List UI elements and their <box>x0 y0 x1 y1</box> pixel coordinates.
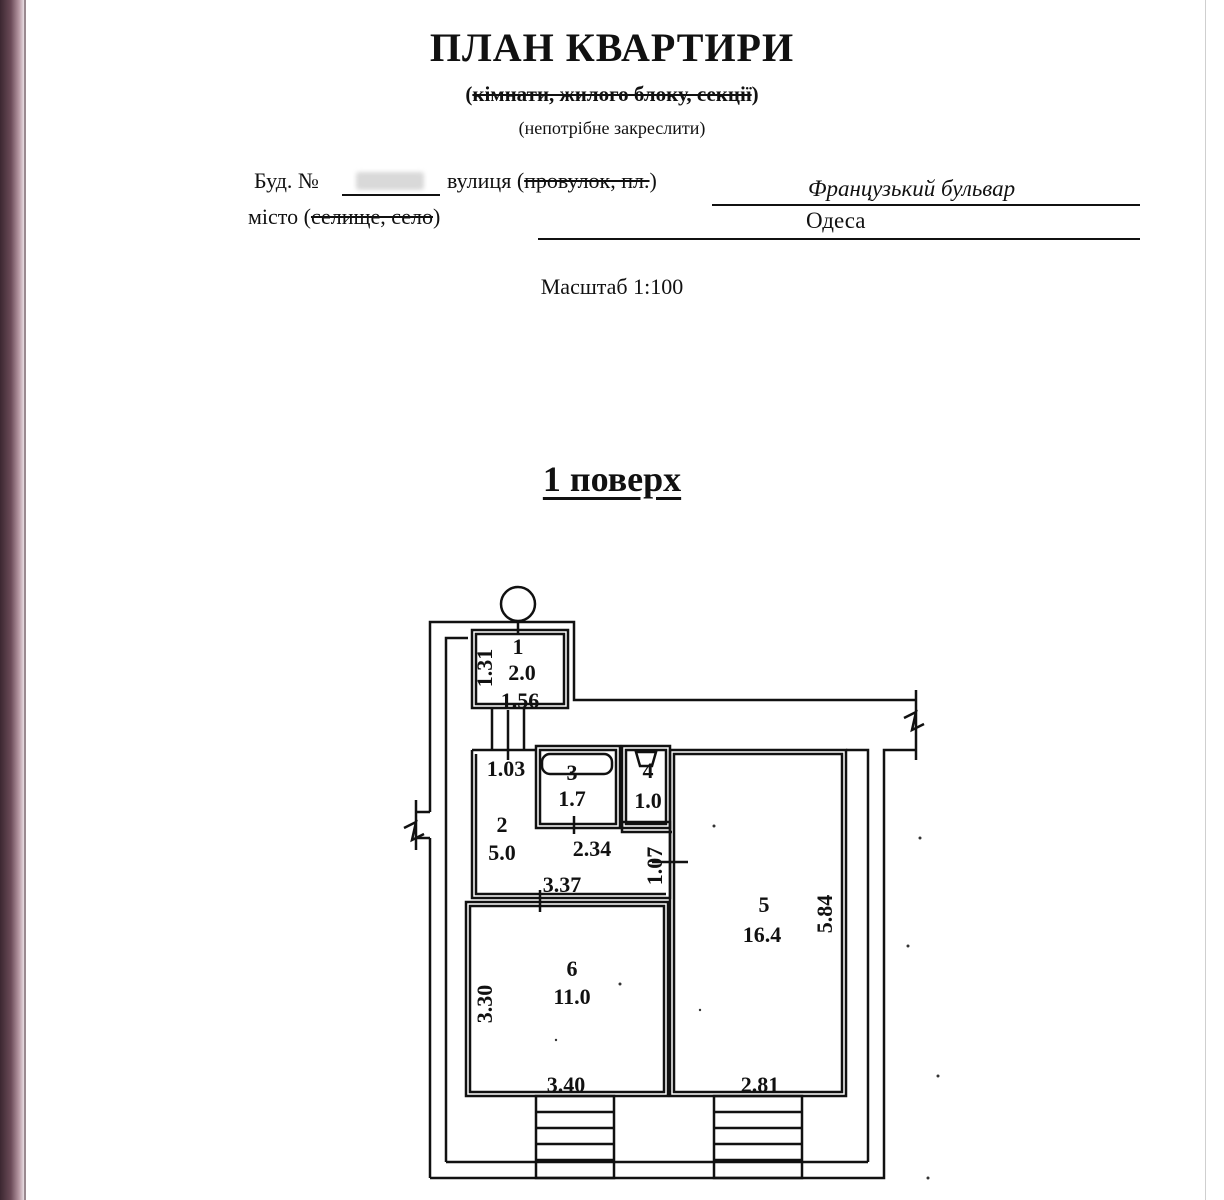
dim-room-6-width: 3.40 <box>547 1072 586 1097</box>
room-2-inner <box>474 754 666 896</box>
city-label-close: ) <box>432 204 441 229</box>
building-label: Буд. № <box>254 168 319 193</box>
room-3-area: 1.7 <box>558 786 586 811</box>
page-edge <box>24 0 26 1200</box>
outer-wall-left-inner <box>444 636 468 1162</box>
room-2-area: 5.0 <box>488 840 516 865</box>
city-label-struck: селище, село <box>310 204 433 229</box>
dimension-labels: 1.31 1.56 1.03 2.34 1.07 3.37 5.84 3.30 … <box>472 649 837 1097</box>
document-title: ПЛАН КВАРТИРИ <box>429 25 795 70</box>
dim-passage: 1.03 <box>487 756 526 781</box>
redacted-building-number <box>356 172 424 190</box>
dim-room-3-width: 2.34 <box>573 836 612 861</box>
scan-left-margin <box>0 0 24 1200</box>
outer-wall-right-inner <box>846 748 870 1162</box>
dim-room-5-width: 2.81 <box>741 1072 780 1097</box>
room-1-number: 1 <box>513 634 524 659</box>
building-number-line <box>342 194 440 196</box>
room-5-inner <box>672 752 844 1094</box>
window-room-5 <box>712 1094 804 1180</box>
room-6-inner <box>468 904 666 1094</box>
room-2-number: 2 <box>497 812 508 837</box>
scale-label: Масштаб 1:100 <box>540 274 684 299</box>
street-label-text: вулиця ( <box>447 168 525 193</box>
city-label-text: місто ( <box>248 204 311 229</box>
city-value: Одеса <box>806 208 866 233</box>
dim-room-1-height: 1.31 <box>472 649 497 688</box>
room-4-number: 4 <box>643 758 654 783</box>
room-3-number: 3 <box>567 760 578 785</box>
document-subtitle: (кімнати, жилого блоку, секції) <box>465 82 759 106</box>
street-label: вулиця (провулок, пл.) <box>447 168 657 194</box>
dim-room-6-height: 3.30 <box>472 985 497 1024</box>
wall-break-left <box>403 800 425 850</box>
wall-break-left-ticks <box>416 810 430 840</box>
room-labels: 1 2.0 2 5.0 3 1.7 4 1.0 5 16.4 6 11.0 <box>488 634 781 1009</box>
page-right-edge <box>1205 0 1206 1200</box>
city-underline <box>538 238 1140 240</box>
room-5-number: 5 <box>759 892 770 917</box>
bathtub <box>540 752 614 776</box>
dim-room-2-width: 3.37 <box>543 872 582 897</box>
struck-subtitle-options: кімнати, жилого блоку, секції <box>472 82 752 106</box>
room-3-inner <box>538 748 618 826</box>
street-value: Французький бульвар <box>808 176 1016 201</box>
strike-note: (непотрібне закреслити) <box>518 118 706 138</box>
city-label: місто (селище, село) <box>248 204 440 230</box>
wall-break-right <box>903 690 925 760</box>
street-underline <box>712 204 1140 206</box>
outer-wall-left <box>428 620 916 1178</box>
window-room-6 <box>534 1094 616 1180</box>
street-label-close: ) <box>649 168 657 193</box>
floor-title: 1 поверх <box>542 459 682 499</box>
room-4-area: 1.0 <box>634 788 662 813</box>
room-5-area: 16.4 <box>743 922 782 947</box>
dim-room-4-height: 1.07 <box>642 847 667 886</box>
room-4-inner <box>624 748 668 826</box>
room-1-inner <box>474 632 566 706</box>
room-1-outline <box>470 628 570 710</box>
entrance-marker <box>499 585 537 623</box>
room-6-number: 6 <box>567 956 578 981</box>
dim-room-5-height: 5.84 <box>812 895 837 934</box>
room-6-area: 11.0 <box>553 984 590 1009</box>
toilet-fixture <box>634 750 658 768</box>
room-1-area: 2.0 <box>508 660 536 685</box>
outer-wall-bottom-right <box>430 748 916 1180</box>
room-3-outline <box>534 744 622 830</box>
scan-specks <box>554 824 940 1180</box>
street-label-struck: провулок, пл. <box>524 168 650 193</box>
dim-room-1-width: 1.56 <box>501 688 540 713</box>
